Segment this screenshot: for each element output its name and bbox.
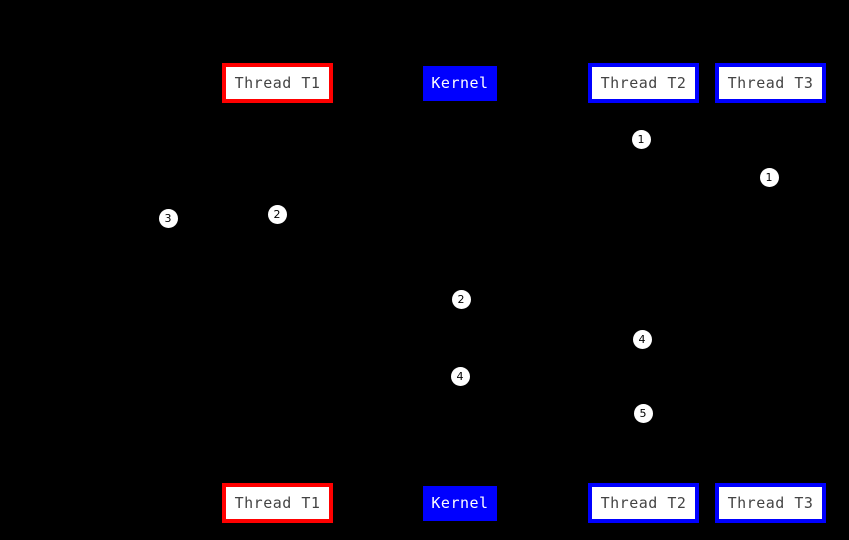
participant-header-t3[interactable]: Thread T3 — [715, 63, 826, 103]
step-badge: 4 — [632, 329, 652, 349]
step-badge: 3 — [158, 208, 178, 228]
participant-header-kernel[interactable]: Kernel — [423, 66, 497, 101]
participant-footer-t3[interactable]: Thread T3 — [715, 483, 826, 523]
lifeline-stem-t2 — [643, 103, 644, 483]
participant-footer-t2[interactable]: Thread T2 — [588, 483, 699, 523]
participant-footer-kernel[interactable]: Kernel — [423, 486, 497, 521]
step-badge: 5 — [633, 403, 653, 423]
step-badge: 4 — [450, 366, 470, 386]
step-badge: 2 — [451, 289, 471, 309]
step-badge: 1 — [759, 167, 779, 187]
lifeline-stem-t1 — [277, 103, 278, 483]
participant-header-t2[interactable]: Thread T2 — [588, 63, 699, 103]
participant-footer-t1[interactable]: Thread T1 — [222, 483, 333, 523]
lifeline-stem-t3 — [770, 103, 771, 483]
step-badge: 1 — [631, 129, 651, 149]
step-badge: 2 — [267, 204, 287, 224]
participant-header-t1[interactable]: Thread T1 — [222, 63, 333, 103]
